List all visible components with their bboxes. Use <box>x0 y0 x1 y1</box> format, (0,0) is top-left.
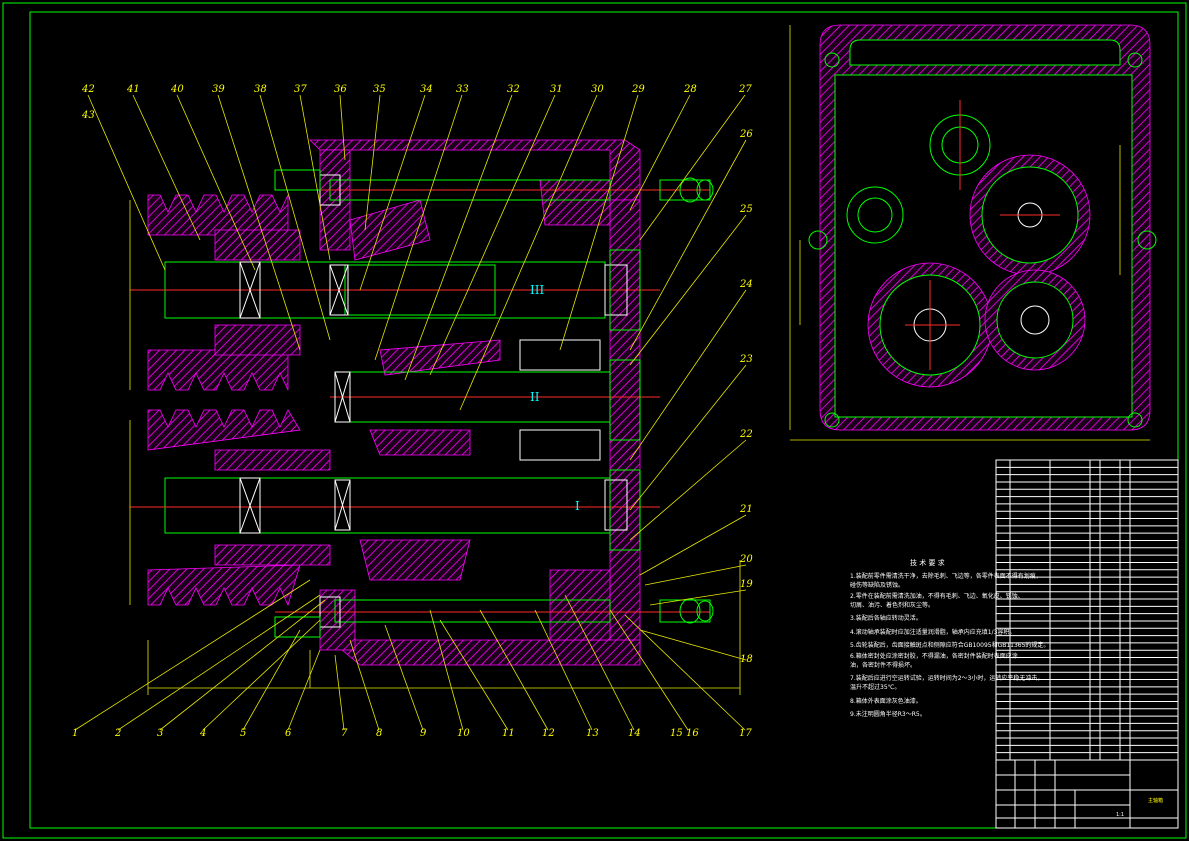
part-label: 36 <box>334 84 347 95</box>
tech-req-title: 技 术 要 求 <box>910 558 945 567</box>
part-label: 20 <box>739 554 753 565</box>
drawing-scale: 1:1 <box>1116 812 1124 818</box>
part-label: 8 <box>376 728 382 739</box>
part-label: 26 <box>739 129 753 140</box>
part-label: 32 <box>507 84 520 95</box>
shaft-label-ii: II <box>530 390 540 404</box>
part-label: 30 <box>591 84 604 95</box>
part-label: 37 <box>294 84 307 95</box>
part-label: 34 <box>420 84 433 95</box>
tech-req-line: 切屑、油污、着色剂和灰尘等。 <box>850 601 934 609</box>
part-label: 1 <box>72 728 78 739</box>
part-label: 16 <box>686 728 699 739</box>
shaft-label-iii: III <box>530 283 544 297</box>
part-label: 2 <box>114 728 121 739</box>
tech-req-line: 7.装配后应进行空运转试验，运转时间为2～3小时，运转应平稳无冲击， <box>850 674 1043 682</box>
leader-lines <box>74 94 747 731</box>
part-label: 22 <box>739 429 753 440</box>
tech-req-line: 碰伤等缺陷及锈蚀。 <box>850 581 904 589</box>
tech-req-line: 2.零件在装配前需清洗加油，不得有毛刺、飞边、氧化皮、锈蚀、 <box>850 592 1024 600</box>
tech-req-line: 9.未注明圆角半径R3～R5。 <box>850 710 926 718</box>
part-label: 9 <box>420 728 427 739</box>
tech-req-line: 8.箱体外表面涂灰色油漆。 <box>850 697 922 705</box>
part-label: 24 <box>739 279 753 290</box>
side-view <box>789 24 1157 441</box>
part-label: 17 <box>739 728 752 739</box>
technical-requirements: 技 术 要 求 1.装配前零件需清洗干净，去除毛刺、飞边等，各零件表面不得有划痕… <box>850 558 1049 718</box>
part-label: 41 <box>126 84 140 95</box>
inner-border <box>29 11 1179 829</box>
tech-req-line: 温升不超过35℃。 <box>850 683 900 691</box>
drawing-name: 主轴箱 <box>1148 797 1163 804</box>
part-label: 42 <box>81 84 95 95</box>
tech-req-line: 1.装配前零件需清洗干净，去除毛刺、飞边等，各零件表面不得有划痕， <box>850 572 1042 580</box>
tech-req-line: 油，各密封件不得损坏。 <box>850 661 916 669</box>
part-label: 21 <box>739 504 753 515</box>
part-labels-top: 42 43 41 40 39 38 37 36 35 34 33 32 31 3… <box>81 84 752 121</box>
part-label: 4 <box>199 728 206 739</box>
part-label: 3 <box>157 728 163 739</box>
part-labels-right: 26 25 24 23 22 21 20 19 18 <box>739 129 753 665</box>
part-label: 15 <box>670 728 683 739</box>
part-label: 5 <box>240 728 246 739</box>
part-label: 19 <box>740 579 753 590</box>
part-label: 43 <box>81 110 95 121</box>
tech-req-line: 4.滚动轴承装配时应加注适量润滑脂，轴承内应充填1/3容积。 <box>850 628 1015 636</box>
part-label: 33 <box>456 84 469 95</box>
part-label: 10 <box>457 728 470 739</box>
part-label: 12 <box>542 728 555 739</box>
part-label: 27 <box>738 84 752 95</box>
part-label: 31 <box>550 84 563 95</box>
part-label: 40 <box>170 84 184 95</box>
part-label: 6 <box>285 728 292 739</box>
part-labels-bottom: 1 2 3 4 5 6 7 8 9 10 11 12 13 14 15 16 1… <box>72 728 752 739</box>
part-label: 39 <box>212 84 225 95</box>
part-label: 25 <box>739 204 753 215</box>
part-label: 29 <box>631 84 645 95</box>
part-label: 11 <box>502 728 515 739</box>
tech-req-line: 3.装配后各轴应转动灵活。 <box>850 614 922 622</box>
part-label: 35 <box>373 84 386 95</box>
bill-of-materials <box>995 459 1179 761</box>
part-label: 28 <box>683 84 697 95</box>
tech-req-line: 6.箱体密封处应涂密封胶，不得漏油，各密封件装配时表面应涂 <box>850 652 1018 660</box>
part-label: 38 <box>254 84 267 95</box>
part-label: 18 <box>740 654 753 665</box>
main-section-view: III II I <box>129 139 741 695</box>
tech-req-line: 5.齿轮装配后，齿面接触斑点和侧隙应符合GB10095和GB11365的规定。 <box>850 641 1049 649</box>
part-label: 13 <box>586 728 599 739</box>
part-label: 14 <box>628 728 641 739</box>
part-label: 7 <box>341 728 348 739</box>
shaft-label-i: I <box>575 499 580 513</box>
title-block: 主轴箱 1:1 <box>995 759 1179 829</box>
part-label: 23 <box>739 354 753 365</box>
